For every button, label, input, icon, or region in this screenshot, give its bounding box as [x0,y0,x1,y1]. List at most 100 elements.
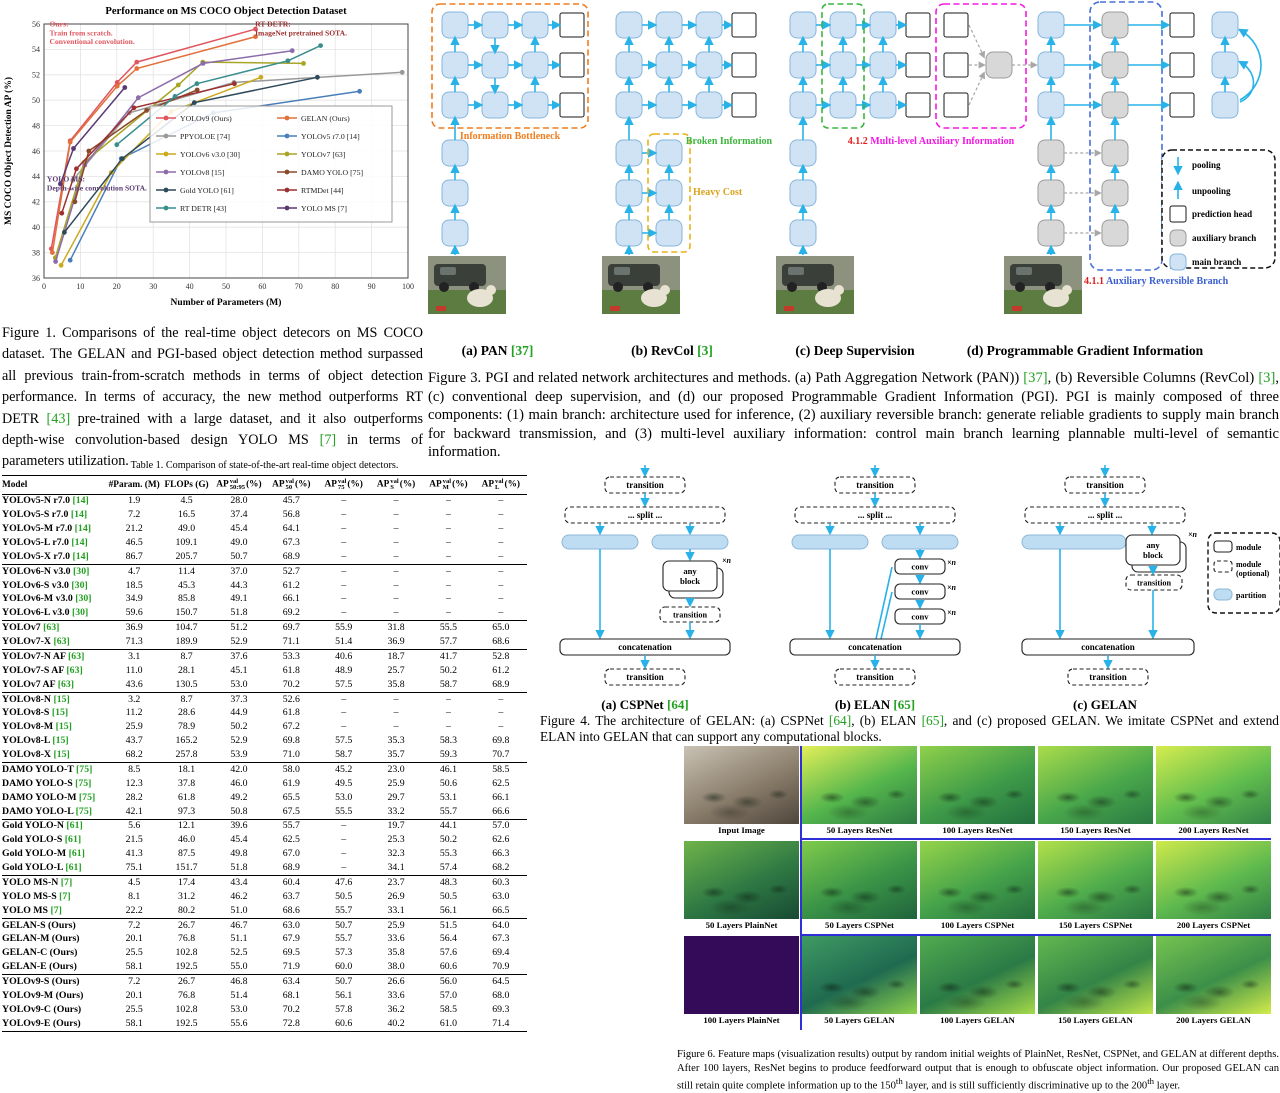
citation[interactable]: [7] [50,904,62,916]
svg-text:MS COCO Object Detection AP (%: MS COCO Object Detection AP (%) [3,77,14,225]
citation[interactable]: [30] [73,565,90,577]
citation[interactable]: [61] [66,820,83,832]
citation[interactable]: [75] [75,777,92,789]
feature-map-image [1156,746,1271,824]
citation[interactable]: [15] [52,735,69,747]
svg-text:Number of Parameters (M): Number of Parameters (M) [171,297,282,308]
feature-map-label: 50 Layers ResNet [826,825,893,835]
citation[interactable]: [15] [55,721,72,733]
svg-text:40: 40 [32,223,40,232]
svg-text:concatenation: concatenation [1081,642,1135,652]
citation[interactable]: [30] [71,607,89,619]
figure4-caption: Figure 4. The architecture of GELAN: (a)… [540,713,1279,745]
model-cell: YOLOv8-L [15] [2,735,69,747]
citation[interactable]: [14] [72,495,89,507]
citation[interactable]: [61] [68,848,85,860]
citation[interactable]: [64] [828,713,852,728]
citation[interactable]: [37] [510,343,534,358]
panel-label-deep-supervision: (c) Deep Supervision [795,343,915,358]
feature-map-label: 50 Layers GELAN [824,1015,895,1025]
svg-text:×n: ×n [947,558,957,567]
model-cell: Gold YOLO-S [61] [2,834,82,846]
svg-text:40: 40 [186,282,194,291]
model-cell: Gold YOLO-M [61] [2,848,85,860]
citation[interactable]: [15] [53,693,70,705]
citation[interactable]: Auxiliary Reversible Branch [1105,276,1229,287]
svg-text:(optional): (optional) [1236,569,1270,578]
citation[interactable]: [75] [75,805,92,817]
citation[interactable]: [65] [893,697,916,712]
citation[interactable]: [14] [70,509,88,521]
citation[interactable]: Multi-level Auxiliary Information [870,136,1015,147]
panel-label-revcol: (b) RevCol [3] [631,343,713,358]
citation[interactable]: [3] [697,343,713,358]
divider-horizontal-2 [802,934,1271,936]
citation[interactable]: [61] [64,834,82,846]
citation[interactable]: [15] [53,749,70,761]
citation[interactable]: [63] [66,664,83,676]
citation[interactable]: [14] [72,550,89,562]
model-cell: GELAN-C (Ours) [2,947,78,959]
feature-map-image [684,746,799,824]
feature-map-cell: 150 Layers GELAN [1038,936,1153,1027]
feature-map-label: 200 Layers CSPNet [1176,920,1251,930]
model-cell: DAMO YOLO-L [75] [2,805,92,817]
citation[interactable]: [3] [1258,370,1276,386]
model-cell: YOLOv9-E (Ours) [2,1016,108,1032]
citation[interactable]: [75] [76,763,93,775]
svg-text:52: 52 [32,71,40,80]
feature-map-image [684,936,799,1014]
citation[interactable]: [7] [60,876,73,888]
panel-label-gelan: (c) GELAN [1073,697,1137,712]
svg-text:48: 48 [32,121,40,130]
citation[interactable]: 4.1.2 [847,136,871,147]
citation[interactable]: [7] [319,432,337,449]
svg-text:10: 10 [76,282,84,291]
citation[interactable]: [37] [1023,370,1048,386]
svg-text:YOLOv8 [15]: YOLOv8 [15] [180,168,225,177]
svg-text:unpooling: unpooling [1192,186,1231,196]
citation[interactable]: [15] [51,707,69,719]
citation[interactable]: [43] [46,410,71,427]
svg-text:conv: conv [911,587,929,597]
citation[interactable]: [63] [57,678,75,690]
svg-text:44: 44 [32,172,40,181]
citation[interactable]: [30] [75,593,92,605]
svg-text:54: 54 [32,45,40,54]
citation[interactable]: [7] [59,890,71,902]
citation[interactable]: [75] [78,791,96,803]
citation[interactable]: [63] [43,622,60,634]
feature-map-cell: 100 Layers CSPNet [920,841,1035,932]
label-information-bottleneck: Information Bottleneck [459,131,561,142]
svg-text:block: block [1143,550,1163,560]
svg-text:module: module [1236,560,1262,569]
model-cell: YOLOv6-L v3.0 [30] [2,607,89,619]
svg-text:90: 90 [368,282,376,291]
citation[interactable]: [30] [71,579,88,591]
citation[interactable]: 4.1.1 [1084,276,1106,287]
svg-text:RTMDet [44]: RTMDet [44] [301,186,344,195]
svg-text:Depth-wise convolution SOTA.: Depth-wise convolution SOTA. [47,183,147,192]
svg-text:×n: ×n [722,556,732,565]
feature-map-cell: 100 Layers GELAN [920,936,1035,1027]
citation[interactable]: [14] [74,523,91,535]
citation[interactable]: [61] [65,862,82,874]
svg-text:transition: transition [626,480,664,490]
citation[interactable]: [14] [71,536,88,548]
citation[interactable]: [65] [921,713,944,728]
citation[interactable]: [63] [68,650,85,662]
citation[interactable]: [64] [667,697,689,712]
svg-text:60: 60 [258,282,266,291]
svg-text:transition: transition [673,611,708,620]
citation[interactable]: [63] [53,636,70,648]
